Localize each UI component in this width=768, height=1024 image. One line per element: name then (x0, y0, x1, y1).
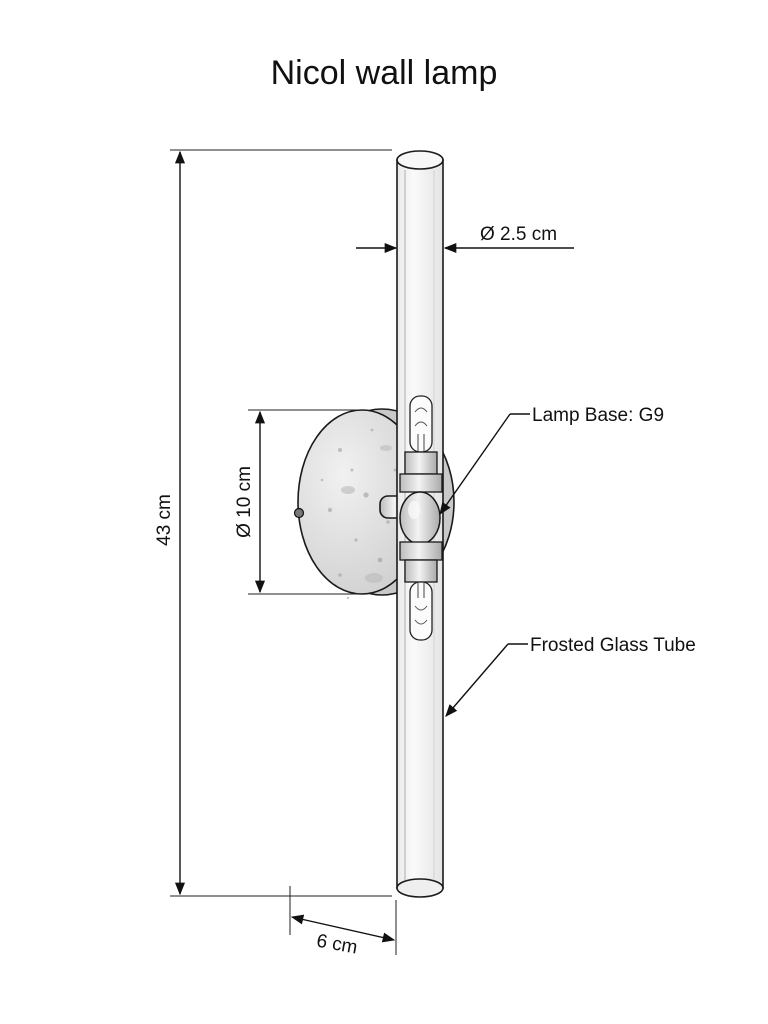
lamp-base-callout: Lamp Base: G9 (439, 405, 664, 516)
depth-dimension: 6 cm (289, 886, 397, 959)
lamp-base-label: Lamp Base: G9 (532, 405, 664, 426)
glass-tube-callout: Frosted Glass Tube (445, 635, 696, 717)
lower-socket (399, 541, 443, 583)
base-diameter-dimension: Ø 10 cm (234, 409, 362, 595)
tube-diameter-label: Ø 2.5 cm (480, 224, 557, 245)
center-joint (399, 491, 441, 545)
height-dimension-label: 43 cm (154, 494, 175, 546)
lower-g9-bulb (409, 581, 433, 641)
height-dimension: 43 cm (154, 149, 392, 897)
upper-socket (399, 451, 443, 493)
base-diameter-label: Ø 10 cm (234, 466, 255, 538)
set-screw-icon (293, 507, 305, 519)
stone-texture (320, 428, 397, 600)
page-title: Nicol wall lamp (271, 54, 498, 92)
depth-dimension-label: 6 cm (315, 931, 359, 959)
tube-diameter-dimension: Ø 2.5 cm (356, 224, 574, 254)
glass-tube-label: Frosted Glass Tube (530, 635, 696, 656)
upper-g9-bulb (409, 395, 433, 453)
